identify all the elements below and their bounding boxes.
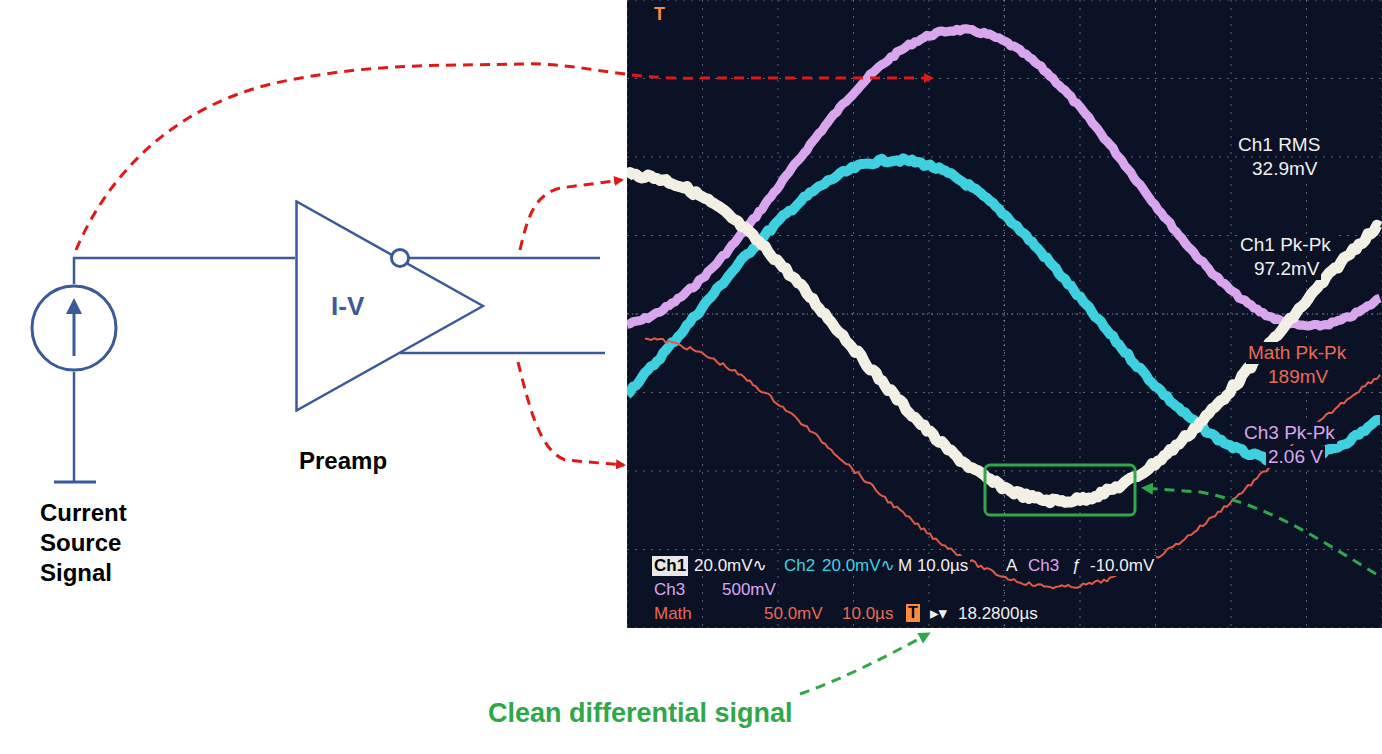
signal-wire [74, 258, 295, 284]
channel-name: Ch2 [782, 556, 817, 576]
source-label: Current Source Signal [40, 498, 160, 588]
measurement-value: 32.9mV [1250, 158, 1319, 180]
trigger-mode: A [1004, 556, 1019, 576]
channel-name: Ch3 [1026, 556, 1061, 576]
trigger-marker: T [906, 604, 920, 622]
measurement-value: 97.2mV [1252, 258, 1321, 280]
measurement-name: Ch1 Pk-Pk [1238, 234, 1333, 256]
amplifier-triangle: I-VPreamp [295, 200, 485, 412]
channel-name: Math [652, 604, 694, 624]
current-source-symbol: Current Source Signal [30, 284, 118, 372]
measurement-value: 2.06 V [1266, 446, 1325, 468]
measurement-name: Ch3 Pk-Pk [1242, 422, 1337, 444]
source-outline [30, 284, 118, 372]
timebase: M 10.0µs [896, 556, 970, 576]
measurement-name: Math Pk-Pk [1246, 342, 1348, 364]
amp-symbol-text: I-V [331, 290, 364, 323]
measurement-name: Ch1 RMS [1236, 134, 1322, 156]
channel-scale: 500mV [720, 580, 778, 600]
channel-scale: 20.0mV∿ [820, 556, 897, 576]
scope-grid [627, 0, 1382, 628]
trigger-slope: ƒ [1070, 556, 1083, 576]
output-wire [400, 352, 605, 355]
channel-scale: 50.0mV [762, 604, 825, 624]
pointer-line [518, 362, 624, 465]
pointer-line [76, 64, 932, 250]
scope-screen [627, 0, 1382, 628]
channel-name: Ch3 [652, 580, 687, 600]
output-wire [409, 257, 600, 260]
pointer-line [520, 180, 622, 250]
trigger-level: -10.0mV [1088, 556, 1156, 576]
part-name: Preamp [299, 446, 387, 476]
position-marker: ▸▾ [928, 604, 949, 624]
amplifier-outline [295, 200, 485, 412]
callout-text: Clean differential signal [486, 698, 795, 729]
scope-traces [627, 29, 1380, 589]
ground-wire [73, 372, 76, 482]
ground-bar [54, 481, 96, 484]
measurement-value: 189mV [1266, 366, 1330, 388]
pointer-line [1144, 488, 1376, 574]
channel-name: Ch1 [652, 556, 688, 576]
trigger-marker: T [652, 4, 667, 25]
trigger-position: 18.2800µs [956, 604, 1040, 624]
pointer-line [800, 634, 928, 694]
channel-scale: 20.0mV∿ [692, 556, 769, 576]
math-timebase: 10.0µs [840, 604, 895, 624]
highlight-box [985, 465, 1135, 515]
